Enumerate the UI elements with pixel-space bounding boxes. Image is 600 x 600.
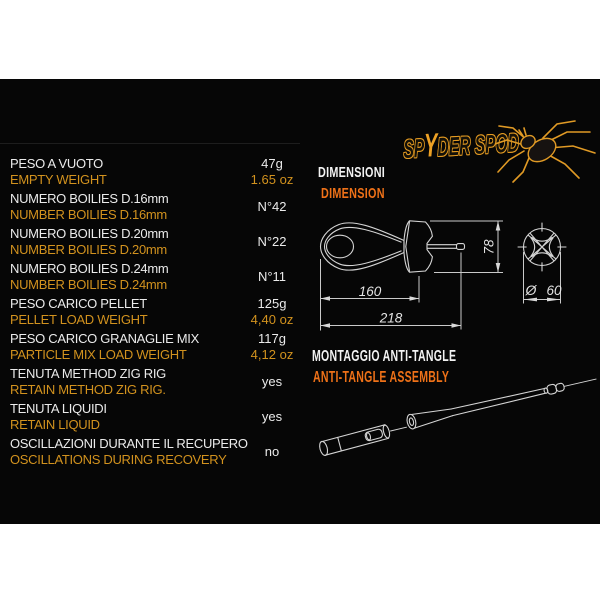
value: yes [261, 409, 283, 424]
value: N°11 [257, 269, 287, 284]
value: no [264, 444, 280, 459]
dim-length-total: 218 [379, 311, 403, 326]
spec-value: 117g 4,12 oz [232, 331, 312, 363]
value-imperial: 4,12 oz [250, 347, 294, 362]
value: N°42 [257, 199, 287, 214]
spec-label-it: NUMERO BOILIES D.24mm [10, 261, 169, 276]
dimensions-title-it: DIMENSIONI [318, 164, 386, 181]
table-row: NUMERO BOILIES D.20mm NUMBER BOILIES D.2… [10, 226, 322, 258]
spec-label-it: PESO CARICO GRANAGLIE MIX [10, 331, 199, 346]
spec-label-it: TENUTA LIQUIDI [10, 401, 107, 416]
brand-logo: SPYDER SPOD [400, 120, 600, 196]
spec-label-en: RETAIN LIQUID [10, 417, 100, 432]
table-row: OSCILLAZIONI DURANTE IL RECUPERO OSCILLA… [10, 436, 322, 468]
spec-label-it: OSCILLAZIONI DURANTE IL RECUPERO [10, 436, 248, 451]
table-top-divider [0, 143, 300, 144]
spec-label-en: RETAIN METHOD ZIG RIG. [10, 382, 166, 397]
spec-value: N°11 [232, 269, 312, 285]
spec-value: yes [232, 409, 312, 425]
anti-tangle-drawing [319, 378, 597, 456]
spec-label-en: NUMBER BOILIES D.16mm [10, 207, 167, 222]
dim-length-front: 160 [359, 284, 382, 299]
brand-name-part: SP [403, 132, 425, 164]
spod-dimension-drawing: 160 218 78 Ø 60 [319, 220, 567, 331]
dim-height-fins: 78 [482, 239, 497, 255]
table-row: PESO CARICO PELLET PELLET LOAD WEIGHT 12… [10, 296, 322, 328]
value-imperial: 4,40 oz [250, 312, 294, 327]
spec-label-en: NUMBER BOILIES D.24mm [10, 277, 167, 292]
table-row: PESO CARICO GRANAGLIE MIX PARTICLE MIX L… [10, 331, 322, 363]
spec-label-it: PESO CARICO PELLET [10, 296, 147, 311]
dim-diameter-symbol: Ø [525, 282, 538, 298]
value-metric: 125g [257, 296, 287, 311]
table-row: PESO A VUOTO EMPTY WEIGHT 47g 1.65 oz [10, 156, 322, 188]
value-metric: 117g [258, 331, 286, 346]
assembly-title-it: MONTAGGIO ANTI-TANGLE [312, 348, 457, 365]
value-imperial: 1.65 oz [250, 172, 294, 187]
spider-icon [495, 120, 596, 183]
spec-label-it: PESO A VUOTO [10, 156, 103, 171]
spec-value: 125g 4,40 oz [232, 296, 312, 328]
dimensions-title-en: DIMENSION [321, 185, 385, 202]
spec-value: N°42 [232, 199, 312, 215]
spec-label-en: PARTICLE MIX LOAD WEIGHT [10, 347, 187, 362]
table-row: NUMERO BOILIES D.16mm NUMBER BOILIES D.1… [10, 191, 322, 223]
spec-label-it: TENUTA METHOD ZIG RIG [10, 366, 166, 381]
spec-value: N°22 [232, 234, 312, 250]
value: yes [261, 374, 283, 389]
assembly-title-en: ANTI-TANGLE ASSEMBLY [313, 369, 450, 386]
spec-table: PESO A VUOTO EMPTY WEIGHT 47g 1.65 oz NU… [10, 156, 322, 471]
black-panel: PESO A VUOTO EMPTY WEIGHT 47g 1.65 oz NU… [0, 79, 600, 524]
spec-value: 47g 1.65 oz [232, 156, 312, 188]
spec-label-en: OSCILLATIONS DURING RECOVERY [10, 452, 227, 467]
brand-name-accent: Y [423, 126, 438, 164]
table-row: TENUTA METHOD ZIG RIG RETAIN METHOD ZIG … [10, 366, 322, 398]
spec-value: yes [232, 374, 312, 390]
table-row: NUMERO BOILIES D.24mm NUMBER BOILIES D.2… [10, 261, 322, 293]
spec-label-en: PELLET LOAD WEIGHT [10, 312, 148, 327]
value: N°22 [257, 234, 287, 249]
table-row: TENUTA LIQUIDI RETAIN LIQUID yes [10, 401, 322, 433]
spec-value: no [232, 444, 312, 460]
dim-diameter-value: 60 [546, 283, 562, 298]
value-metric: 47g [261, 156, 283, 171]
spec-label-it: NUMERO BOILIES D.16mm [10, 191, 169, 206]
spec-label-en: NUMBER BOILIES D.20mm [10, 242, 167, 257]
spec-label-en: EMPTY WEIGHT [10, 172, 107, 187]
spec-label-it: NUMERO BOILIES D.20mm [10, 226, 169, 241]
